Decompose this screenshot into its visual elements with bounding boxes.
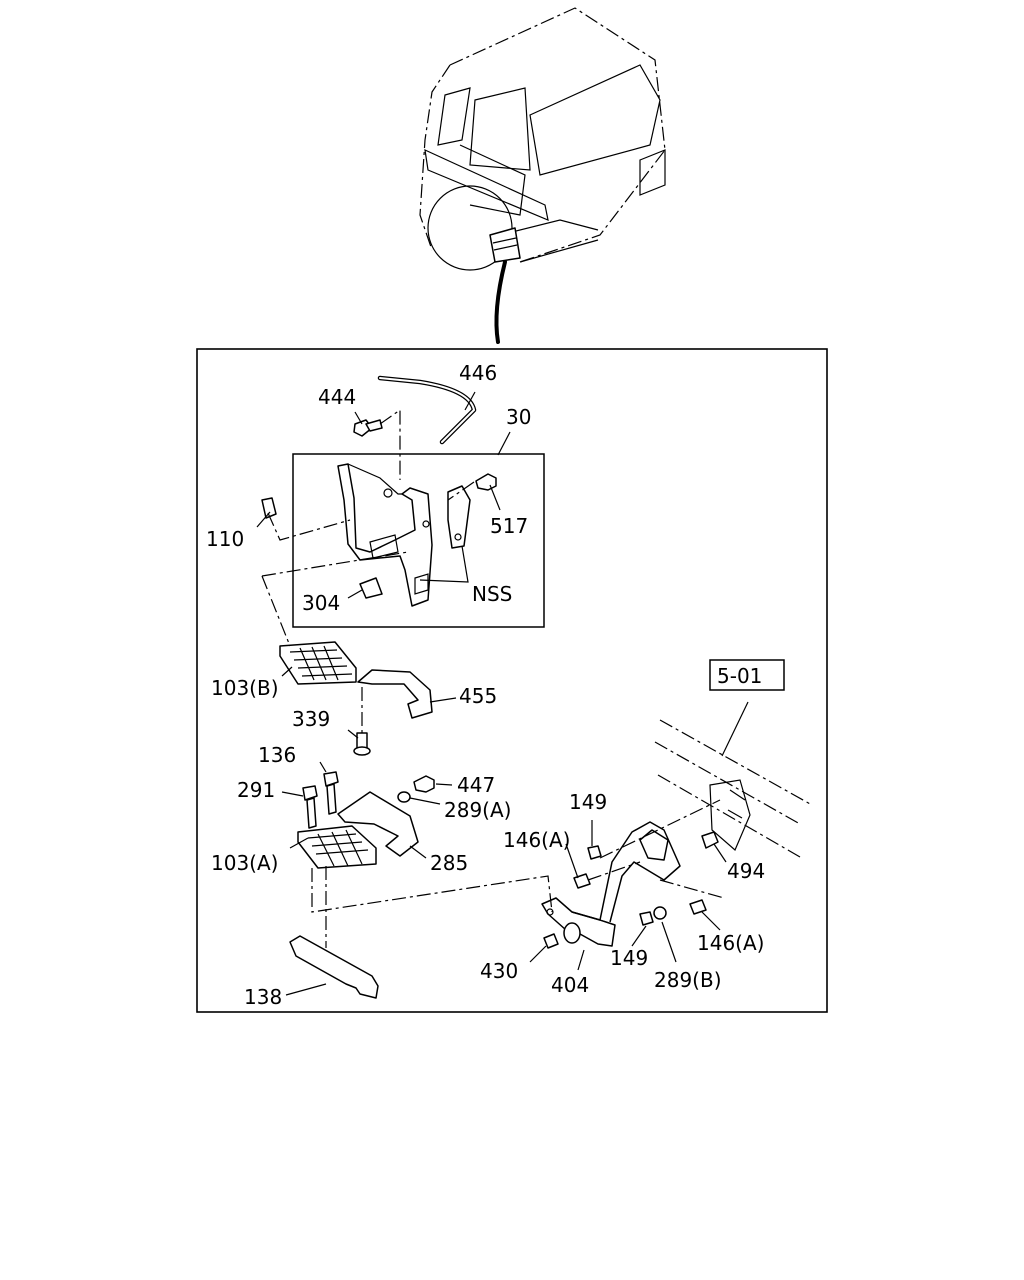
leader-lines [256, 391, 749, 996]
truck-cab-illustration [419, 7, 666, 344]
part-339-pin [353, 732, 371, 756]
part-446-rod [377, 375, 477, 445]
part-146a-bolt-upper [573, 873, 591, 889]
part-289a-washer [397, 791, 411, 803]
callout-304: 304 [302, 591, 340, 615]
part-517-screw [475, 473, 497, 491]
part-110-screw [261, 497, 277, 519]
assembly-30-box [292, 453, 545, 628]
callout-103a: 103(A) [211, 851, 278, 875]
part-291-bolt [302, 785, 318, 829]
callout-446: 446 [459, 361, 497, 385]
callout-149-upper: 149 [569, 790, 607, 814]
part-146a-bolt-lower [689, 899, 707, 915]
callout-404: 404 [551, 973, 589, 997]
step-highlight [489, 227, 521, 263]
callout-146a-lower: 146(A) [697, 931, 764, 955]
callout-nss: NSS [472, 582, 512, 606]
part-285-bracket [337, 791, 419, 857]
part-103b-step [279, 641, 357, 685]
callout-285: 285 [430, 851, 468, 875]
callout-110: 110 [206, 527, 244, 551]
callout-5-01[interactable]: 5-01 [717, 664, 762, 688]
callout-517: 517 [490, 514, 528, 538]
callout-103b: 103(B) [211, 676, 279, 700]
callout-149-lower: 149 [610, 946, 648, 970]
part-103a-step [297, 825, 377, 869]
callout-289b: 289(B) [654, 968, 722, 992]
part-404-bracket [541, 821, 681, 947]
callout-146a-upper: 146(A) [503, 828, 570, 852]
callout-339: 339 [292, 707, 330, 731]
part-444-bolt [353, 419, 383, 437]
part-447-bolt [413, 775, 435, 793]
callout-447: 447 [457, 773, 495, 797]
callout-291: 291 [237, 778, 275, 802]
part-455-bracket [357, 669, 433, 719]
callout-430: 430 [480, 959, 518, 983]
detail-frame [196, 348, 828, 1013]
part-149-nut-upper [587, 845, 602, 860]
reference-box-5-01[interactable] [709, 659, 785, 691]
callout-289a: 289(A) [444, 798, 511, 822]
callout-136: 136 [258, 743, 296, 767]
part-138-cover [289, 935, 379, 999]
callout-30: 30 [506, 405, 531, 429]
part-30-bracket-assembly [337, 463, 471, 607]
part-289b-washer [653, 906, 667, 920]
part-149-nut-lower [639, 911, 654, 926]
callout-494: 494 [727, 859, 765, 883]
callout-444: 444 [318, 385, 356, 409]
part-430-nut [543, 933, 559, 949]
callout-138: 138 [244, 985, 282, 1009]
frame-rail [654, 719, 813, 858]
callout-455: 455 [459, 684, 497, 708]
part-136-bolt [323, 771, 339, 815]
part-304-clip [359, 577, 383, 599]
